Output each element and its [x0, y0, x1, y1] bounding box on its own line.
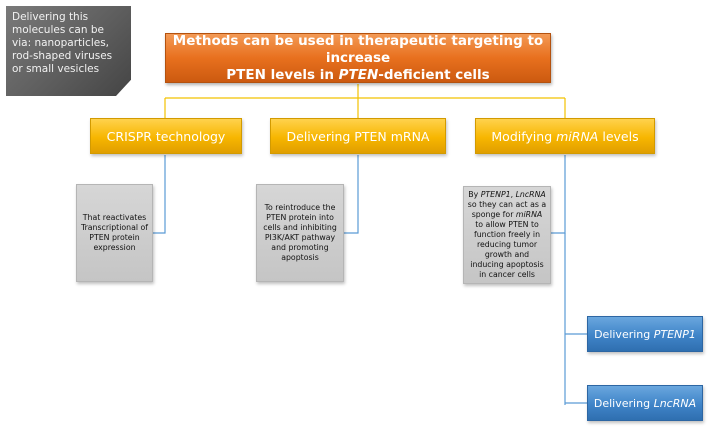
main-title-line2: PTEN levels in PTEN-deficient cells: [226, 66, 490, 83]
main-title-box: Methods can be used in therapeutic targe…: [165, 33, 551, 83]
mirna-box: Modifying miRNA levels: [475, 118, 655, 154]
delivering-ptenp1-label: Delivering PTENP1: [594, 327, 696, 341]
delivering-ptenp1-box: Delivering PTENP1: [587, 316, 703, 352]
connector-crispr-desc: [153, 155, 166, 234]
delivering-lncrna-label: Delivering LncRNA: [593, 396, 697, 410]
mirna-description: By PTENP1, LncRNA so they can act as a s…: [463, 186, 551, 284]
connector-mrna-desc: [344, 155, 359, 234]
main-title-line1: Methods can be used in therapeutic targe…: [172, 32, 544, 66]
crispr-label: CRISPR technology: [106, 128, 226, 144]
crispr-box: CRISPR technology: [90, 118, 242, 154]
delivery-note-text: Delivering this molecules can be via: na…: [12, 11, 113, 75]
connector-mirna-desc: [551, 155, 566, 234]
delivery-note: Delivering this molecules can be via: na…: [6, 6, 131, 96]
mrna-label: Delivering PTEN mRNA: [286, 128, 430, 144]
mrna-box: Delivering PTEN mRNA: [270, 118, 446, 154]
mirna-label: Modifying miRNA levels: [491, 128, 639, 144]
crispr-description: That reactivates Transcriptional of PTEN…: [76, 184, 153, 282]
mrna-description: To reintroduce the PTEN protein into cel…: [256, 184, 344, 282]
delivering-lncrna-box: Delivering LncRNA: [587, 385, 703, 421]
